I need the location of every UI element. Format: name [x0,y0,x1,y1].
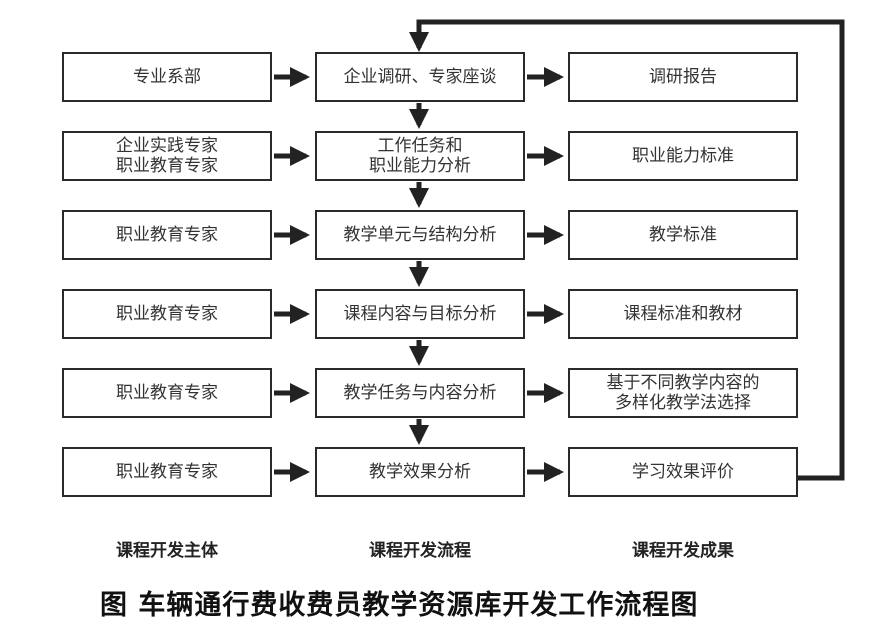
node-label: 教学任务与内容分析 [343,383,497,403]
subject-node: 职业教育专家 [62,368,272,418]
figure-caption: 图 车辆通行费收费员教学资源库开发工作流程图 [100,590,699,621]
node-label: 工作任务和 [377,136,463,156]
subject-node: 企业实践专家职业教育专家 [62,131,272,181]
node-label: 基于不同教学内容的 [606,373,760,393]
node-label: 职业教育专家 [116,462,218,482]
node-label: 学习效果评价 [632,462,734,482]
process-node: 课程内容与目标分析 [315,289,525,339]
column-header-process: 课程开发流程 [369,541,471,561]
node-label: 职业能力分析 [369,156,471,176]
process-node: 教学任务与内容分析 [315,368,525,418]
node-label: 调研报告 [649,67,717,87]
process-node: 教学效果分析 [315,447,525,497]
outcome-node: 基于不同教学内容的多样化教学法选择 [568,368,798,418]
node-label: 职业教育专家 [116,304,218,324]
node-label: 多样化教学法选择 [615,393,751,413]
process-node: 工作任务和职业能力分析 [315,131,525,181]
node-label: 课程内容与目标分析 [343,304,497,324]
node-label: 职业教育专家 [116,156,218,176]
node-label: 教学标准 [649,225,717,245]
process-node: 教学单元与结构分析 [315,210,525,260]
outcome-node: 教学标准 [568,210,798,260]
outcome-node: 职业能力标准 [568,131,798,181]
node-label: 职业教育专家 [116,225,218,245]
outcome-node: 课程标准和教材 [568,289,798,339]
column-header-outcomes: 课程开发成果 [632,541,734,561]
node-label: 职业能力标准 [632,146,734,166]
node-label: 课程标准和教材 [623,304,743,324]
node-label: 企业实践专家 [116,136,218,156]
node-label: 职业教育专家 [116,383,218,403]
node-label: 教学效果分析 [369,462,471,482]
node-label: 企业调研、专家座谈 [343,67,497,87]
subject-node: 职业教育专家 [62,289,272,339]
subject-node: 职业教育专家 [62,210,272,260]
feedback-loop-arrow [409,19,845,481]
column-header-subjects: 课程开发主体 [116,541,218,561]
node-label: 教学单元与结构分析 [343,225,497,245]
outcome-node: 调研报告 [568,52,798,102]
subject-node: 专业系部 [62,52,272,102]
outcome-node: 学习效果评价 [568,447,798,497]
process-node: 企业调研、专家座谈 [315,52,525,102]
subject-node: 职业教育专家 [62,447,272,497]
node-label: 专业系部 [133,67,201,87]
